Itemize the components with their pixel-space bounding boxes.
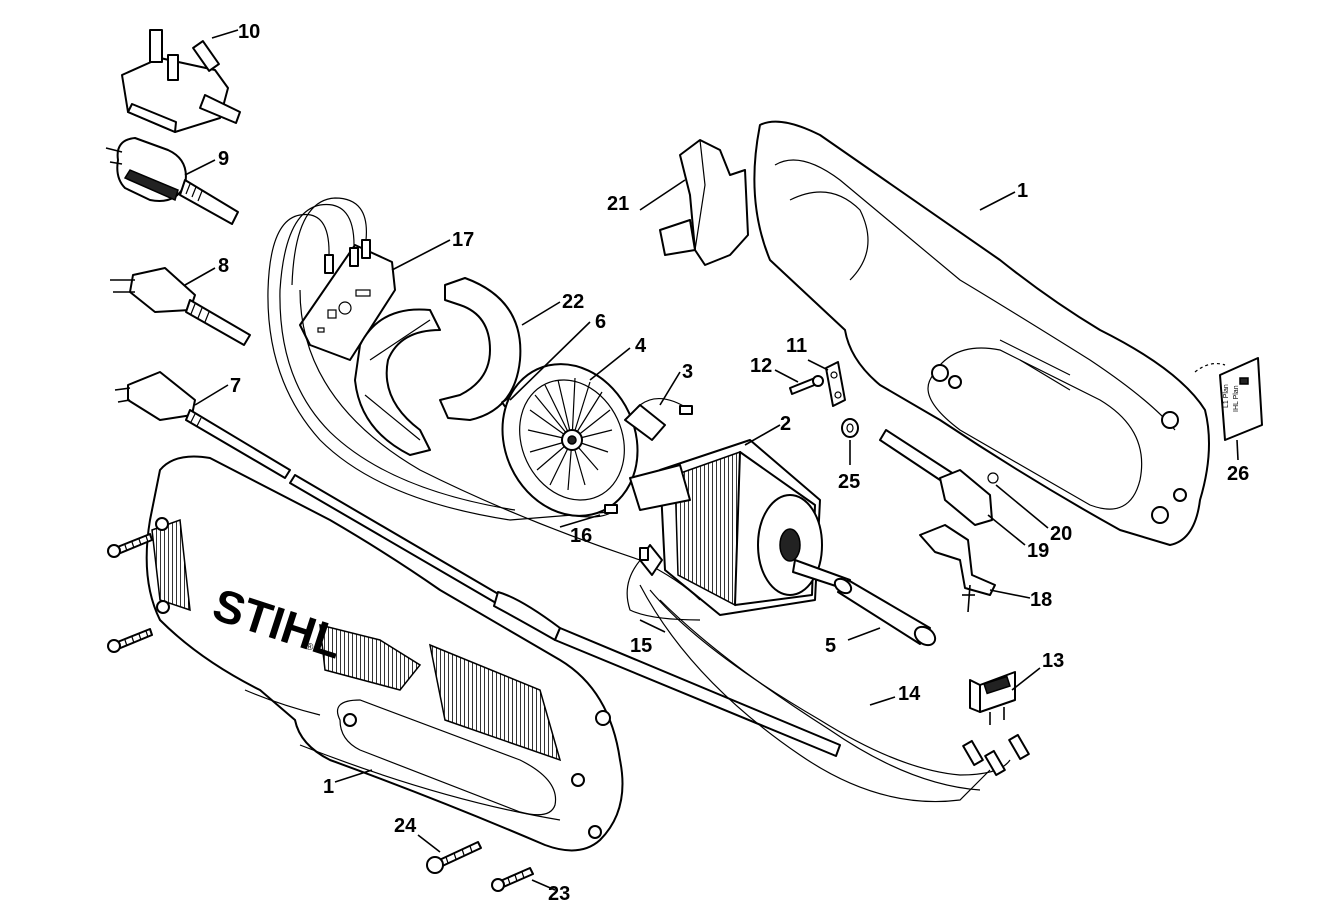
callout-18: 18 xyxy=(1030,589,1052,611)
callout-2: 2 xyxy=(780,413,791,435)
part-13-switch xyxy=(969,671,1016,725)
part-1-housing-right xyxy=(753,120,1210,546)
part-24-screw xyxy=(426,841,482,874)
part-23-screw xyxy=(491,867,534,892)
part-3-brush xyxy=(624,398,693,441)
label-26-line-1: L1 Plan xyxy=(1223,384,1230,408)
part-5-shaft xyxy=(833,577,937,647)
part-11-bracket xyxy=(825,361,846,407)
part-18-trigger xyxy=(919,524,996,613)
part-10-uk-plug xyxy=(121,29,241,133)
callout-20: 20 xyxy=(1050,523,1072,545)
callout-15: 15 xyxy=(630,635,652,657)
callout-24: 24 xyxy=(394,815,417,837)
part-21-cover-clip xyxy=(659,139,749,266)
part-19-lever xyxy=(939,469,993,526)
callout-21: 21 xyxy=(607,193,629,215)
callout-4: 4 xyxy=(635,335,647,357)
part-26-label-sticker: L1 Plan IHL Plan xyxy=(1194,357,1263,441)
callout-1-top: 1 xyxy=(1017,180,1028,202)
callout-numbers: 10 9 8 7 17 22 6 4 3 2 16 15 5 21 1 11 1… xyxy=(218,21,1249,905)
callout-8: 8 xyxy=(218,255,229,277)
callout-19: 19 xyxy=(1027,540,1049,562)
part-2-motor xyxy=(629,439,851,616)
callout-14: 14 xyxy=(898,683,921,705)
callout-11: 11 xyxy=(786,335,807,357)
part-screw-left-lower xyxy=(107,628,153,653)
callout-1-bottom: 1 xyxy=(323,776,334,798)
part-22-fan-shroud xyxy=(354,277,522,456)
callout-16: 16 xyxy=(570,525,592,547)
callout-26: 26 xyxy=(1227,463,1249,485)
callout-5: 5 xyxy=(825,635,836,657)
part-screw-left-upper xyxy=(107,533,153,558)
registered-mark: ® xyxy=(306,642,314,653)
label-26-line-2: IHL Plan xyxy=(1233,385,1240,412)
part-17-circuit-board xyxy=(267,197,701,601)
part-15-wire xyxy=(626,547,701,621)
callout-25: 25 xyxy=(838,471,860,493)
callout-13: 13 xyxy=(1042,650,1064,672)
callout-9: 9 xyxy=(218,148,229,170)
part-4-fan xyxy=(501,363,639,517)
callout-7: 7 xyxy=(230,375,241,397)
callout-22: 22 xyxy=(562,291,584,313)
part-1-housing-left: STIHL ® xyxy=(145,455,624,852)
callout-3: 3 xyxy=(682,361,693,383)
leader-lines xyxy=(184,29,1239,891)
part-12-screw xyxy=(789,375,824,395)
part-9-euro-plug-round xyxy=(105,137,239,225)
part-25-washer xyxy=(841,418,859,438)
part-14-wiring-harness xyxy=(639,584,1030,803)
part-7-power-cord xyxy=(114,371,841,757)
callout-10: 10 xyxy=(238,21,260,43)
callout-12: 12 xyxy=(750,355,772,377)
callout-23: 23 xyxy=(548,883,570,905)
callout-17: 17 xyxy=(452,229,474,251)
part-8-euro-plug-flat xyxy=(110,267,251,346)
callout-6: 6 xyxy=(595,311,606,333)
